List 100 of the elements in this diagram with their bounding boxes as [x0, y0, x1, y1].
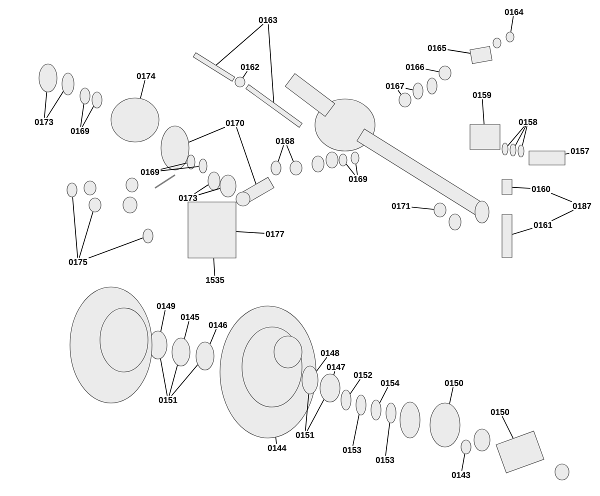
callout-number: 0187	[572, 202, 592, 210]
callout-number: 0163	[258, 16, 278, 24]
washer	[338, 154, 348, 166]
bearing	[220, 174, 236, 198]
washer	[198, 158, 208, 174]
leader-line	[268, 24, 274, 103]
leader-line	[333, 370, 336, 376]
callout-number: 0152	[352, 371, 374, 380]
ball-joint	[502, 214, 512, 258]
callout-number: 0150	[490, 408, 510, 416]
leader-line	[72, 196, 78, 258]
hub-cap	[554, 464, 570, 480]
leader-line	[275, 437, 277, 444]
flange	[430, 402, 460, 448]
ring	[502, 142, 508, 156]
leader-line	[350, 378, 361, 394]
leader-line	[514, 126, 526, 146]
bearing-cup	[302, 366, 318, 394]
leader-line	[213, 258, 216, 276]
leader-line	[522, 126, 528, 146]
callout-number: 0158	[518, 118, 538, 126]
gear	[208, 172, 220, 190]
callout-number: 0154	[380, 379, 400, 388]
callout-number: 0161	[532, 221, 554, 230]
gear	[126, 178, 138, 192]
leader-line	[88, 238, 144, 258]
callout-number: 0168	[274, 137, 296, 146]
leader-line	[160, 166, 200, 172]
bearing-cup	[196, 342, 214, 370]
callout-number: 0144	[266, 444, 288, 452]
washer	[92, 92, 102, 108]
callout-number: 0174	[136, 72, 156, 80]
spindle	[528, 150, 566, 166]
callout-number: 0143	[450, 471, 472, 480]
leader-line	[411, 206, 434, 210]
gear	[62, 72, 74, 96]
hub-body	[496, 430, 544, 474]
axle-housing	[314, 98, 376, 152]
leader-line	[425, 68, 440, 72]
leader-line	[507, 126, 525, 146]
callout-number: 0159	[472, 91, 492, 100]
callout-number: 0177	[264, 230, 286, 238]
leader-line	[550, 192, 572, 202]
leader-line	[160, 162, 188, 170]
callout-number: 0153	[374, 456, 396, 464]
leader-line	[306, 399, 324, 432]
leader-line	[184, 320, 190, 340]
washer	[340, 390, 352, 410]
gasket	[400, 402, 420, 438]
leader-line	[352, 414, 360, 446]
axle-tube	[284, 73, 336, 117]
leader-line	[447, 49, 471, 54]
callout-number: 0162	[240, 63, 260, 71]
callout-number: 0169	[348, 175, 368, 184]
leader-line	[140, 80, 146, 99]
gear	[84, 180, 96, 196]
leader-line	[304, 394, 310, 432]
callout-number: 0173	[178, 194, 198, 202]
nut	[356, 394, 366, 416]
sleeve	[474, 428, 490, 452]
yoke	[470, 46, 492, 64]
leader-line	[510, 16, 514, 32]
callout-number: 0157	[570, 147, 590, 155]
callout-number: 0166	[404, 63, 426, 71]
brake-backing-plate	[70, 286, 152, 404]
leader-line	[551, 210, 574, 222]
leader-line	[194, 184, 209, 194]
differential-cover	[188, 202, 236, 258]
leader-line	[502, 416, 514, 439]
callout-number: 0175	[68, 258, 88, 266]
washer	[142, 228, 154, 244]
gear	[88, 198, 102, 212]
leader-line	[355, 164, 358, 176]
callout-number: 0165	[426, 44, 448, 52]
leader-line	[188, 126, 226, 143]
callout-number: 0148	[320, 349, 340, 358]
seal	[434, 202, 446, 218]
leader-line	[405, 88, 414, 90]
leader-line	[461, 454, 466, 472]
leader-line	[78, 212, 94, 258]
leader-line	[286, 144, 294, 162]
leader-line	[512, 228, 533, 235]
leader-line	[379, 386, 388, 404]
universal-joint	[234, 76, 246, 88]
leader-line	[512, 186, 531, 189]
leader-line	[236, 126, 256, 184]
washer	[66, 182, 78, 198]
callout-number: 0151	[294, 431, 316, 440]
ring	[518, 144, 524, 158]
steering-knuckle	[470, 124, 500, 150]
leader-line	[44, 92, 48, 118]
washer	[492, 38, 502, 48]
washer	[370, 400, 382, 420]
snap-ring	[460, 440, 472, 454]
callout-number: 0146	[208, 321, 228, 329]
seal	[438, 66, 452, 80]
leader-line	[210, 328, 217, 344]
leader-line	[171, 364, 198, 396]
washer	[312, 156, 324, 172]
callout-number: 0153	[342, 446, 362, 454]
